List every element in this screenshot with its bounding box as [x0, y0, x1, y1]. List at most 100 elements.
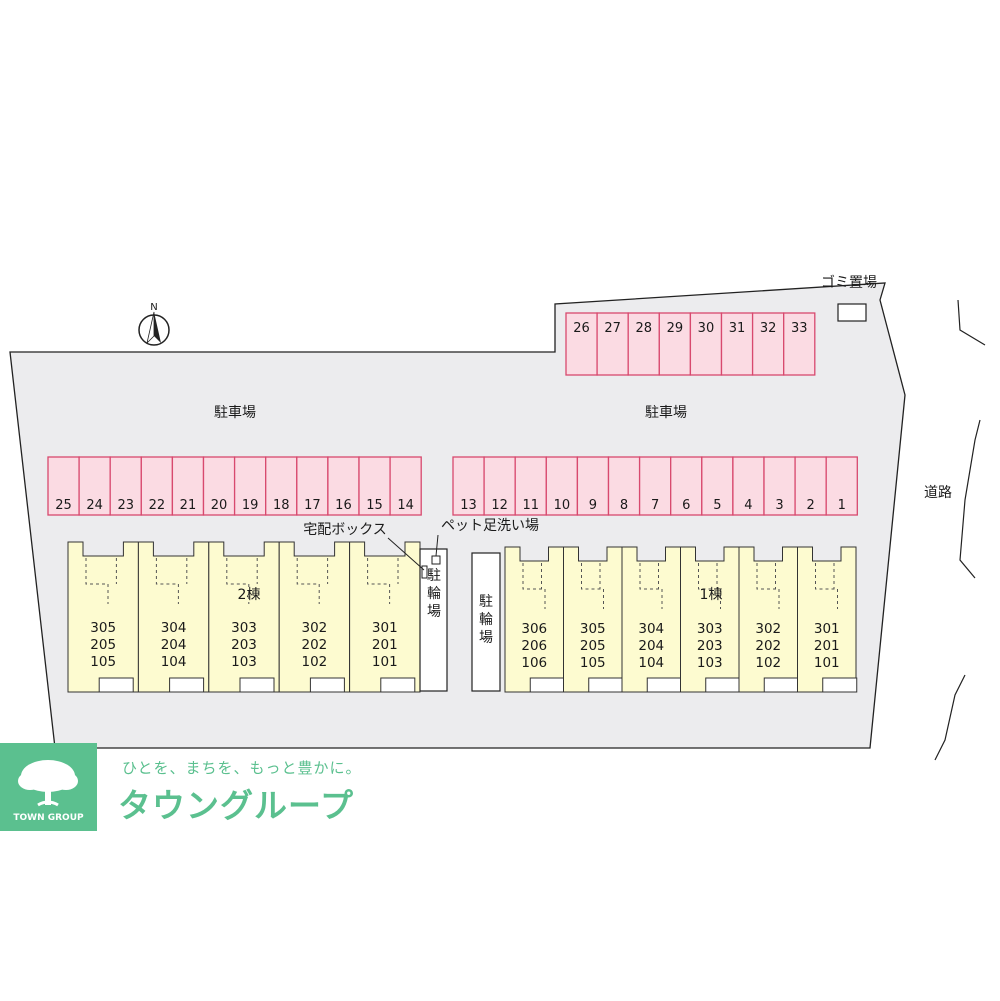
unit-number: 204 [161, 637, 187, 653]
parking-number: 13 [460, 498, 477, 513]
brand-tagline: ひとを、まちを、もっと豊かに。 [122, 759, 362, 777]
parking-number: 26 [573, 321, 590, 336]
brand-logo-text: TOWN GROUP [13, 813, 84, 823]
unit-number: 205 [90, 637, 116, 653]
parking-number: 23 [117, 498, 134, 513]
parking-number: 1 [838, 498, 846, 513]
unit-number: 101 [372, 654, 398, 670]
parking-number: 20 [211, 498, 228, 513]
parking-space: 13 [452, 456, 485, 516]
parking-space: 3 [763, 456, 796, 516]
unit-number: 105 [580, 655, 606, 671]
parking-number: 31 [729, 321, 746, 336]
parking-space: 1 [825, 456, 858, 516]
parking-number: 4 [744, 498, 752, 513]
parking-number: 17 [304, 498, 321, 513]
parking-space: 33 [783, 312, 816, 376]
parking-number: 18 [273, 498, 290, 513]
unit-number: 206 [521, 638, 547, 654]
delivery-box-leader [387, 537, 425, 571]
unit-number: 103 [697, 655, 723, 671]
parking-number: 12 [491, 498, 508, 513]
unit-number: 101 [814, 655, 840, 671]
unit-number: 304 [638, 621, 664, 637]
parking-number: 25 [55, 498, 72, 513]
parking-space: 7 [638, 456, 672, 516]
pet-wash-label: ペット足洗い場 [441, 518, 539, 534]
parking-space: 9 [576, 456, 610, 516]
parking-label-left: 駐車場 [214, 404, 256, 421]
unit-number: 302 [755, 621, 781, 637]
unit-number: 305 [580, 621, 606, 637]
unit-number: 201 [372, 637, 398, 653]
brand-logo: TOWN GROUP [0, 743, 97, 831]
road-edge [934, 299, 986, 761]
building-1-label: 1棟 [700, 587, 723, 603]
parking-number: 3 [775, 498, 783, 513]
unit-number: 202 [755, 638, 781, 654]
parking-space: 15 [358, 456, 391, 516]
parking-number: 33 [791, 321, 808, 336]
unit-number: 104 [638, 655, 664, 671]
parking-space: 5 [701, 456, 734, 516]
parking-space: 18 [265, 456, 298, 516]
parking-space: 24 [78, 456, 111, 516]
parking-space: 23 [109, 456, 142, 516]
unit-number: 103 [231, 654, 257, 670]
unit-number: 105 [90, 654, 116, 670]
parking-number: 10 [554, 498, 571, 513]
parking-number: 28 [635, 321, 652, 336]
parking-space: 27 [596, 312, 629, 376]
parking-number: 8 [620, 498, 628, 513]
parking-number: 29 [667, 321, 684, 336]
parking-space: 10 [545, 456, 579, 516]
parking-space: 6 [670, 456, 703, 516]
bike-parking-1-label: 駐輪場 [427, 568, 441, 620]
unit-number: 301 [372, 620, 398, 636]
building-1: 3062061063052051053042041043032031033022… [504, 546, 858, 693]
parking-number: 9 [589, 498, 597, 513]
parking-space: 30 [689, 312, 723, 376]
building-2-label: 2棟 [238, 587, 261, 603]
unit-number: 303 [231, 620, 257, 636]
unit-number: 203 [231, 637, 257, 653]
parking-number: 2 [807, 498, 815, 513]
north-arrow-icon [138, 311, 170, 346]
parking-number: 14 [397, 498, 414, 513]
parking-space: 4 [732, 456, 765, 516]
parking-space: 17 [296, 456, 329, 516]
parking-number: 30 [698, 321, 715, 336]
unit-number: 204 [638, 638, 664, 654]
parking-space: 16 [327, 456, 360, 516]
unit-number: 202 [302, 637, 328, 653]
parking-space: 19 [233, 456, 267, 516]
pet-wash-station [431, 555, 441, 565]
delivery-box-label: 宅配ボックス [303, 522, 387, 538]
building-2: 3052051053042041043032031033022021023012… [67, 541, 421, 693]
unit-number: 106 [521, 655, 547, 671]
garbage-area [837, 303, 867, 322]
parking-number: 19 [242, 498, 259, 513]
parking-number: 6 [682, 498, 690, 513]
parking-space: 11 [514, 456, 547, 516]
parking-number: 21 [180, 498, 197, 513]
parking-space: 21 [171, 456, 205, 516]
parking-space: 20 [202, 456, 236, 516]
parking-space: 14 [389, 456, 422, 516]
unit-number: 303 [697, 621, 723, 637]
parking-space: 22 [140, 456, 174, 516]
unit-number: 203 [697, 638, 723, 654]
parking-space: 28 [627, 312, 660, 376]
unit-number: 102 [302, 654, 328, 670]
unit-number: 102 [755, 655, 781, 671]
